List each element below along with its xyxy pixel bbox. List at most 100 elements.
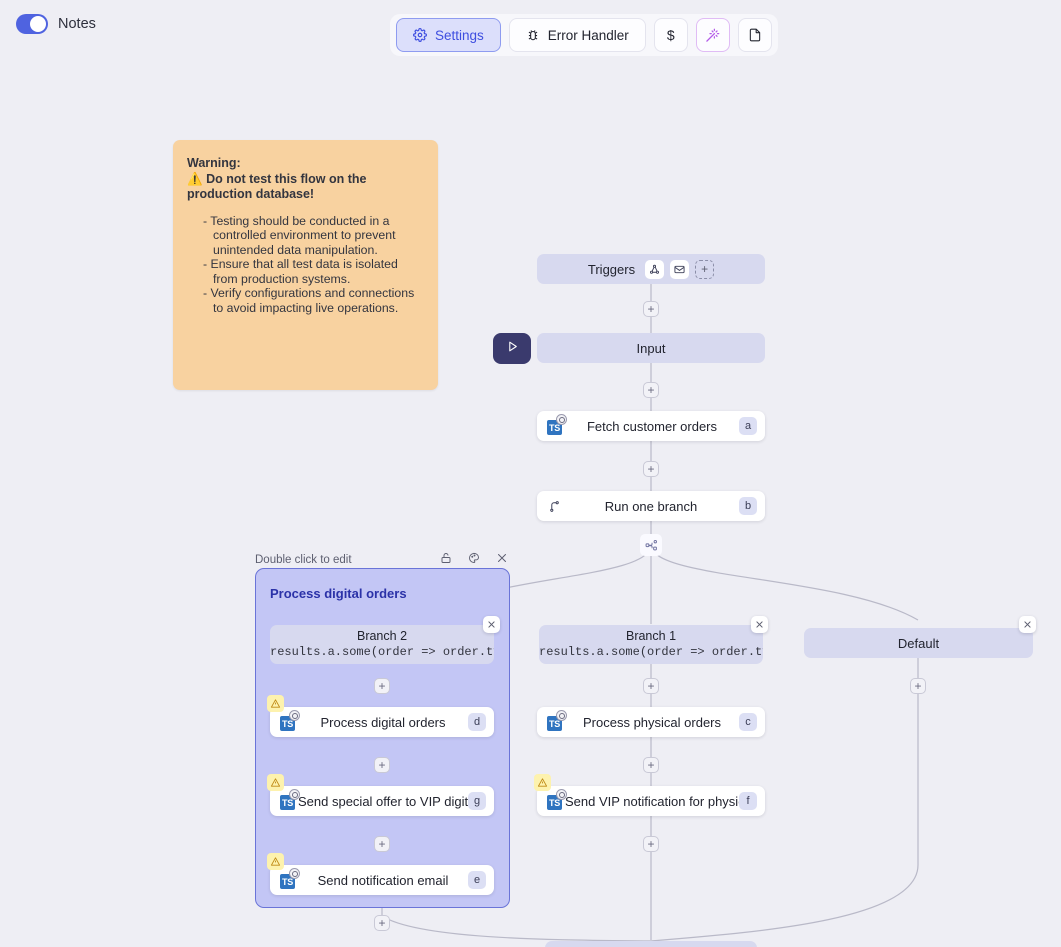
node-process-physical-orders[interactable]: TS Process physical orders c bbox=[537, 707, 765, 737]
node-badge: f bbox=[739, 792, 757, 810]
palette-icon[interactable] bbox=[468, 551, 480, 569]
notes-toggle[interactable] bbox=[16, 14, 48, 34]
typescript-icon: TS bbox=[280, 868, 300, 889]
merge-node[interactable] bbox=[545, 941, 757, 947]
branch-name: Branch 1 bbox=[625, 629, 677, 643]
list-item: Ensure that all test data is isolated fr… bbox=[203, 257, 424, 286]
add-step-button[interactable]: + bbox=[643, 301, 659, 317]
branch-split-icon[interactable] bbox=[640, 534, 662, 556]
remove-branch-button[interactable] bbox=[483, 616, 500, 633]
settings-button[interactable]: Settings bbox=[396, 18, 501, 52]
group-header-icons bbox=[440, 551, 508, 569]
add-step-button[interactable]: + bbox=[643, 757, 659, 773]
settings-button-label: Settings bbox=[435, 27, 484, 43]
add-step-button[interactable]: + bbox=[643, 382, 659, 398]
magic-button[interactable] bbox=[695, 18, 730, 52]
note-title-line1: Warning: bbox=[187, 156, 241, 170]
node-label: Send special offer to VIP digital c... bbox=[298, 793, 468, 809]
triggers-node[interactable]: Triggers + bbox=[537, 254, 765, 284]
play-icon bbox=[506, 340, 519, 358]
add-step-button[interactable]: + bbox=[374, 836, 390, 852]
warning-icon[interactable] bbox=[267, 774, 284, 791]
input-node[interactable]: Input bbox=[537, 333, 765, 363]
typescript-icon: TS bbox=[547, 789, 567, 810]
run-workflow-button[interactable] bbox=[493, 333, 531, 364]
add-step-button[interactable]: + bbox=[643, 461, 659, 477]
group-process-digital-orders[interactable] bbox=[255, 568, 510, 908]
typescript-icon: TS bbox=[280, 789, 300, 810]
node-badge: g bbox=[468, 792, 486, 810]
branch-expression: results.a.some(order => order.type bbox=[270, 645, 494, 659]
add-step-button[interactable]: + bbox=[374, 757, 390, 773]
node-run-one-branch[interactable]: Run one branch b bbox=[537, 491, 765, 521]
remove-branch-button[interactable] bbox=[751, 616, 768, 633]
dollar-icon: $ bbox=[666, 27, 675, 43]
node-badge: d bbox=[468, 713, 486, 731]
node-badge: e bbox=[468, 871, 486, 889]
node-label: Run one branch bbox=[604, 498, 698, 514]
warning-emoji: ⚠️ bbox=[187, 171, 203, 186]
file-button[interactable] bbox=[737, 18, 772, 52]
warning-icon[interactable] bbox=[267, 853, 284, 870]
node-send-special-offer[interactable]: TS Send special offer to VIP digital c..… bbox=[270, 786, 494, 816]
add-step-button[interactable]: + bbox=[643, 836, 659, 852]
branch-default-pill[interactable]: Default bbox=[804, 628, 1033, 658]
branch-2-pill[interactable]: Branch 2 results.a.some(order => order.t… bbox=[270, 625, 494, 664]
branch-name: Branch 2 bbox=[356, 629, 408, 643]
node-label: Process digital orders bbox=[320, 714, 446, 730]
node-process-digital-orders[interactable]: TS Process digital orders d bbox=[270, 707, 494, 737]
add-step-button[interactable]: + bbox=[374, 678, 390, 694]
webhook-icon[interactable] bbox=[645, 259, 665, 279]
lock-icon[interactable] bbox=[440, 551, 452, 569]
close-icon[interactable] bbox=[496, 551, 508, 569]
file-icon bbox=[748, 28, 762, 42]
list-item: Verify configurations and connections to… bbox=[203, 286, 424, 315]
note-bullet-list: Testing should be conducted in a control… bbox=[203, 214, 424, 316]
warning-sticky-note[interactable]: Warning: ⚠️ Do not test this flow on the… bbox=[173, 140, 438, 390]
note-title-line2: Do not test this flow on the production … bbox=[187, 171, 367, 202]
branch-name: Default bbox=[897, 635, 940, 651]
node-badge: b bbox=[739, 497, 757, 515]
node-label: Send notification email bbox=[317, 872, 449, 888]
branch-expression: results.a.some(order => order.type bbox=[539, 645, 763, 659]
error-handler-button-label: Error Handler bbox=[547, 27, 629, 43]
typescript-icon: TS bbox=[547, 414, 567, 435]
node-label: Send VIP notification for physical... bbox=[565, 793, 739, 809]
node-badge: c bbox=[739, 713, 757, 731]
input-label: Input bbox=[636, 340, 666, 356]
triggers-label: Triggers bbox=[587, 261, 636, 277]
node-label: Process physical orders bbox=[583, 714, 721, 730]
cost-button[interactable]: $ bbox=[653, 18, 688, 52]
group-title: Process digital orders bbox=[270, 586, 407, 601]
warning-icon[interactable] bbox=[534, 774, 551, 791]
node-label: Fetch customer orders bbox=[586, 418, 718, 434]
node-badge: a bbox=[739, 417, 757, 435]
list-item: Testing should be conducted in a control… bbox=[203, 214, 424, 258]
add-step-button[interactable]: + bbox=[374, 915, 390, 931]
note-title: Warning: ⚠️ Do not test this flow on the… bbox=[187, 156, 424, 203]
node-fetch-customer-orders[interactable]: TS Fetch customer orders a bbox=[537, 411, 765, 441]
add-step-button[interactable]: + bbox=[910, 678, 926, 694]
remove-branch-button[interactable] bbox=[1019, 616, 1036, 633]
typescript-icon: TS bbox=[280, 710, 300, 731]
notes-toggle-group[interactable]: Notes bbox=[16, 14, 96, 34]
toolbar-button-group: Settings Error Handler $ bbox=[390, 14, 778, 56]
top-toolbar: Notes Settings Erro bbox=[0, 0, 1061, 62]
group-header-label: Double click to edit bbox=[255, 554, 352, 566]
notes-label: Notes bbox=[58, 16, 96, 32]
gear-icon bbox=[413, 28, 427, 42]
group-header[interactable]: Double click to edit bbox=[255, 552, 510, 568]
typescript-icon: TS bbox=[547, 710, 567, 731]
bug-icon bbox=[526, 28, 540, 42]
branch-1-pill[interactable]: Branch 1 results.a.some(order => order.t… bbox=[539, 625, 763, 664]
add-trigger-button[interactable]: + bbox=[695, 259, 715, 279]
node-send-vip-notification[interactable]: TS Send VIP notification for physical...… bbox=[537, 786, 765, 816]
error-handler-button[interactable]: Error Handler bbox=[508, 18, 646, 52]
warning-icon[interactable] bbox=[267, 695, 284, 712]
add-step-button[interactable]: + bbox=[643, 678, 659, 694]
email-icon[interactable] bbox=[670, 259, 690, 279]
magic-wand-icon bbox=[705, 28, 720, 43]
node-send-notification-email[interactable]: TS Send notification email e bbox=[270, 865, 494, 895]
